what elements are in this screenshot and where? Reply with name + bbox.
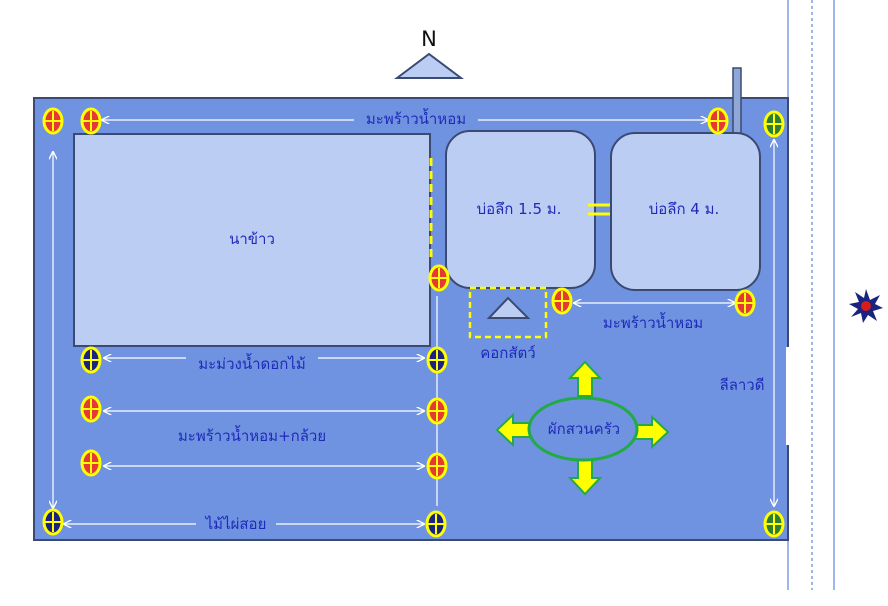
north-label: N: [421, 27, 437, 51]
mango-bg: [186, 348, 318, 370]
tree-marker-icon: [428, 264, 450, 292]
tree-marker-icon: [425, 510, 447, 538]
tree-marker-icon: [80, 107, 102, 135]
rice-field: [73, 133, 431, 347]
tree-marker-icon: [763, 510, 785, 538]
tree-marker-icon: [707, 107, 729, 135]
tree-marker-icon: [42, 107, 64, 135]
tree-marker-icon: [426, 452, 448, 480]
mango-label: มะม่วงน้ำดอกไม้: [198, 353, 306, 373]
pond-2: [610, 132, 761, 291]
coconut-top-label: มะพร้าวน้ำหอม: [366, 108, 466, 128]
tree-markers: [42, 107, 785, 538]
tree-marker-icon: [80, 449, 102, 477]
rice-field-label: นาข้าว: [229, 230, 275, 248]
animal-pen: [468, 286, 548, 339]
pond-2-label: บ่อลึก 4 ม.: [649, 200, 720, 218]
tree-marker-icon: [426, 397, 448, 425]
tree-marker-icon: [80, 346, 102, 374]
coconut-banana-label: มะพร้าวน้ำหอม+กล้วย: [178, 425, 326, 445]
road-lines: [787, 0, 835, 590]
vegetable-garden-label: ผักสวนครัว: [548, 420, 620, 438]
frangipani-label: ลีลาวดี: [720, 376, 765, 394]
tree-marker-icon: [734, 289, 756, 317]
coconut-right-label: มะพร้าวน้ำหอม: [603, 312, 703, 332]
coconut-top-bg: [354, 108, 478, 130]
tree-marker-icon: [426, 346, 448, 374]
bamboo-label: ไม้ไผ่สอย: [205, 515, 267, 533]
pond-1-label: บ่อลึก 1.5 ม.: [477, 200, 562, 218]
sun-icon: [849, 289, 883, 323]
tree-marker-icon: [42, 508, 64, 536]
tree-marker-icon: [763, 110, 785, 138]
right-edge-gap: [786, 347, 792, 445]
animal-pen-label: คอกสัตว์: [480, 344, 535, 362]
north-arrow: N: [394, 27, 464, 79]
tree-marker-icon: [551, 287, 573, 315]
bamboo-bg: [196, 513, 276, 535]
tree-marker-icon: [80, 395, 102, 423]
vegetable-garden: [495, 360, 670, 496]
